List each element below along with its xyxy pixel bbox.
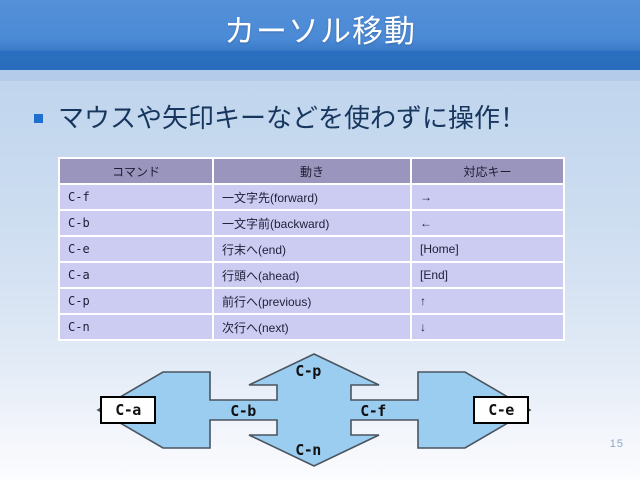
arrow-label-down: C-n	[295, 441, 321, 459]
table-row: C-e 行末へ(end) [Home]	[60, 237, 563, 261]
table-row: C-n 次行へ(next) ↓	[60, 315, 563, 339]
cell-command: C-p	[60, 289, 212, 313]
node-box-left: C-a	[100, 396, 156, 424]
cell-motion: 行末へ(end)	[214, 237, 410, 261]
cell-command: C-f	[60, 185, 212, 209]
arrow-label-right: C-f	[360, 402, 386, 420]
page-title: カーソル移動	[224, 14, 416, 49]
cell-motion: 一文字前(backward)	[214, 211, 410, 235]
cell-motion: 行頭へ(ahead)	[214, 263, 410, 287]
table-row: C-b 一文字前(backward) ←	[60, 211, 563, 235]
column-header-command: コマンド	[60, 159, 212, 183]
cell-motion: 前行へ(previous)	[214, 289, 410, 313]
table-header-row: コマンド 動き 対応キー	[60, 159, 563, 183]
cell-command: C-b	[60, 211, 212, 235]
cell-key: [Home]	[412, 237, 563, 261]
cell-motion: 次行へ(next)	[214, 315, 410, 339]
table-row: C-f 一文字先(forward) →	[60, 185, 563, 209]
slide-header-band: カーソル移動	[0, 0, 640, 70]
cell-key: ↑	[412, 289, 563, 313]
column-header-key: 対応キー	[412, 159, 563, 183]
arrow-label-up: C-p	[295, 362, 321, 380]
cell-key: ↓	[412, 315, 563, 339]
table-row: C-p 前行へ(previous) ↑	[60, 289, 563, 313]
arrow-label-left: C-b	[230, 402, 256, 420]
cell-key: ←	[412, 211, 563, 235]
bullet-text: マウスや矢印キーなどを使わずに操作！	[58, 103, 527, 133]
cell-key: →	[412, 185, 563, 209]
header-accent-underband	[0, 70, 640, 81]
page-number: 15	[609, 438, 624, 450]
cell-command: C-e	[60, 237, 212, 261]
bullet-line: マウスや矢印キーなどを使わずに操作！	[34, 98, 614, 138]
command-table: コマンド 動き 対応キー C-f 一文字先(forward) → C-b 一文字…	[58, 157, 565, 341]
column-header-motion: 動き	[214, 159, 410, 183]
node-box-right: C-e	[473, 396, 529, 424]
cell-command: C-a	[60, 263, 212, 287]
square-bullet-icon	[34, 113, 43, 123]
cell-command: C-n	[60, 315, 212, 339]
cell-motion: 一文字先(forward)	[214, 185, 410, 209]
cell-key: [End]	[412, 263, 563, 287]
table-row: C-a 行頭へ(ahead) [End]	[60, 263, 563, 287]
cursor-movement-diagram: C-a C-e C-p C-n C-b C-f	[88, 352, 548, 474]
